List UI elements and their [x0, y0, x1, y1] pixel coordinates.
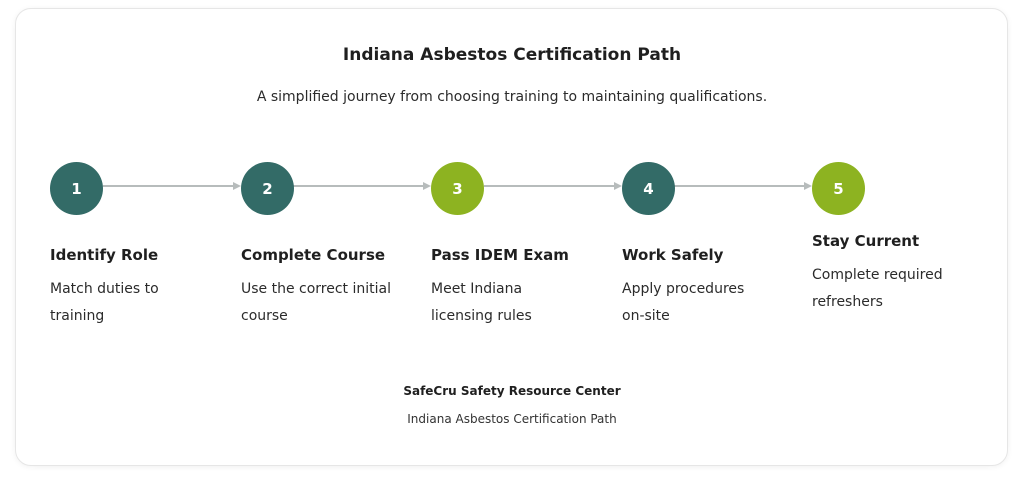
step-3-description: Meet Indiana licensing rules: [431, 281, 532, 324]
step-5-circle: 5: [812, 162, 865, 215]
connector-arrow-2-3: [423, 182, 431, 190]
step-3-number: 3: [452, 179, 463, 198]
connector-arrow-3-4: [614, 182, 622, 190]
step-4-circle: 4: [622, 162, 675, 215]
step-1-circle: 1: [50, 162, 103, 215]
step-5-description: Complete required refreshers: [812, 267, 943, 310]
footer-organization: SafeCru Safety Resource Center: [403, 384, 621, 398]
footer-caption: Indiana Asbestos Certification Path: [407, 412, 617, 426]
step-4-description: Apply procedures on-site: [622, 281, 745, 324]
diagram-card: [15, 8, 1008, 466]
connector-4-5: [674, 185, 805, 187]
step-5-number: 5: [833, 179, 844, 198]
step-3-title: Pass IDEM Exam: [431, 246, 569, 264]
step-2-circle: 2: [241, 162, 294, 215]
step-2-number: 2: [262, 179, 273, 198]
step-4-number: 4: [643, 179, 654, 198]
step-4-title: Work Safely: [622, 246, 724, 264]
diagram-title: Indiana Asbestos Certification Path: [342, 45, 682, 65]
step-1-title: Identify Role: [50, 246, 159, 264]
step-1-number: 1: [71, 179, 82, 198]
step-2-title: Complete Course: [241, 246, 386, 264]
connector-2-3: [293, 185, 424, 187]
connector-arrow-4-5: [804, 182, 812, 190]
connector-3-4: [484, 185, 615, 187]
step-3-circle: 3: [431, 162, 484, 215]
connector-1-2: [103, 185, 234, 187]
diagram-subtitle: A simplified journey from choosing train…: [256, 89, 768, 105]
connector-arrow-1-2: [233, 182, 241, 190]
step-5-title: Stay Current: [812, 232, 920, 250]
step-1-description: Match duties to training: [50, 281, 159, 324]
step-2-description: Use the correct initial course: [241, 281, 392, 324]
